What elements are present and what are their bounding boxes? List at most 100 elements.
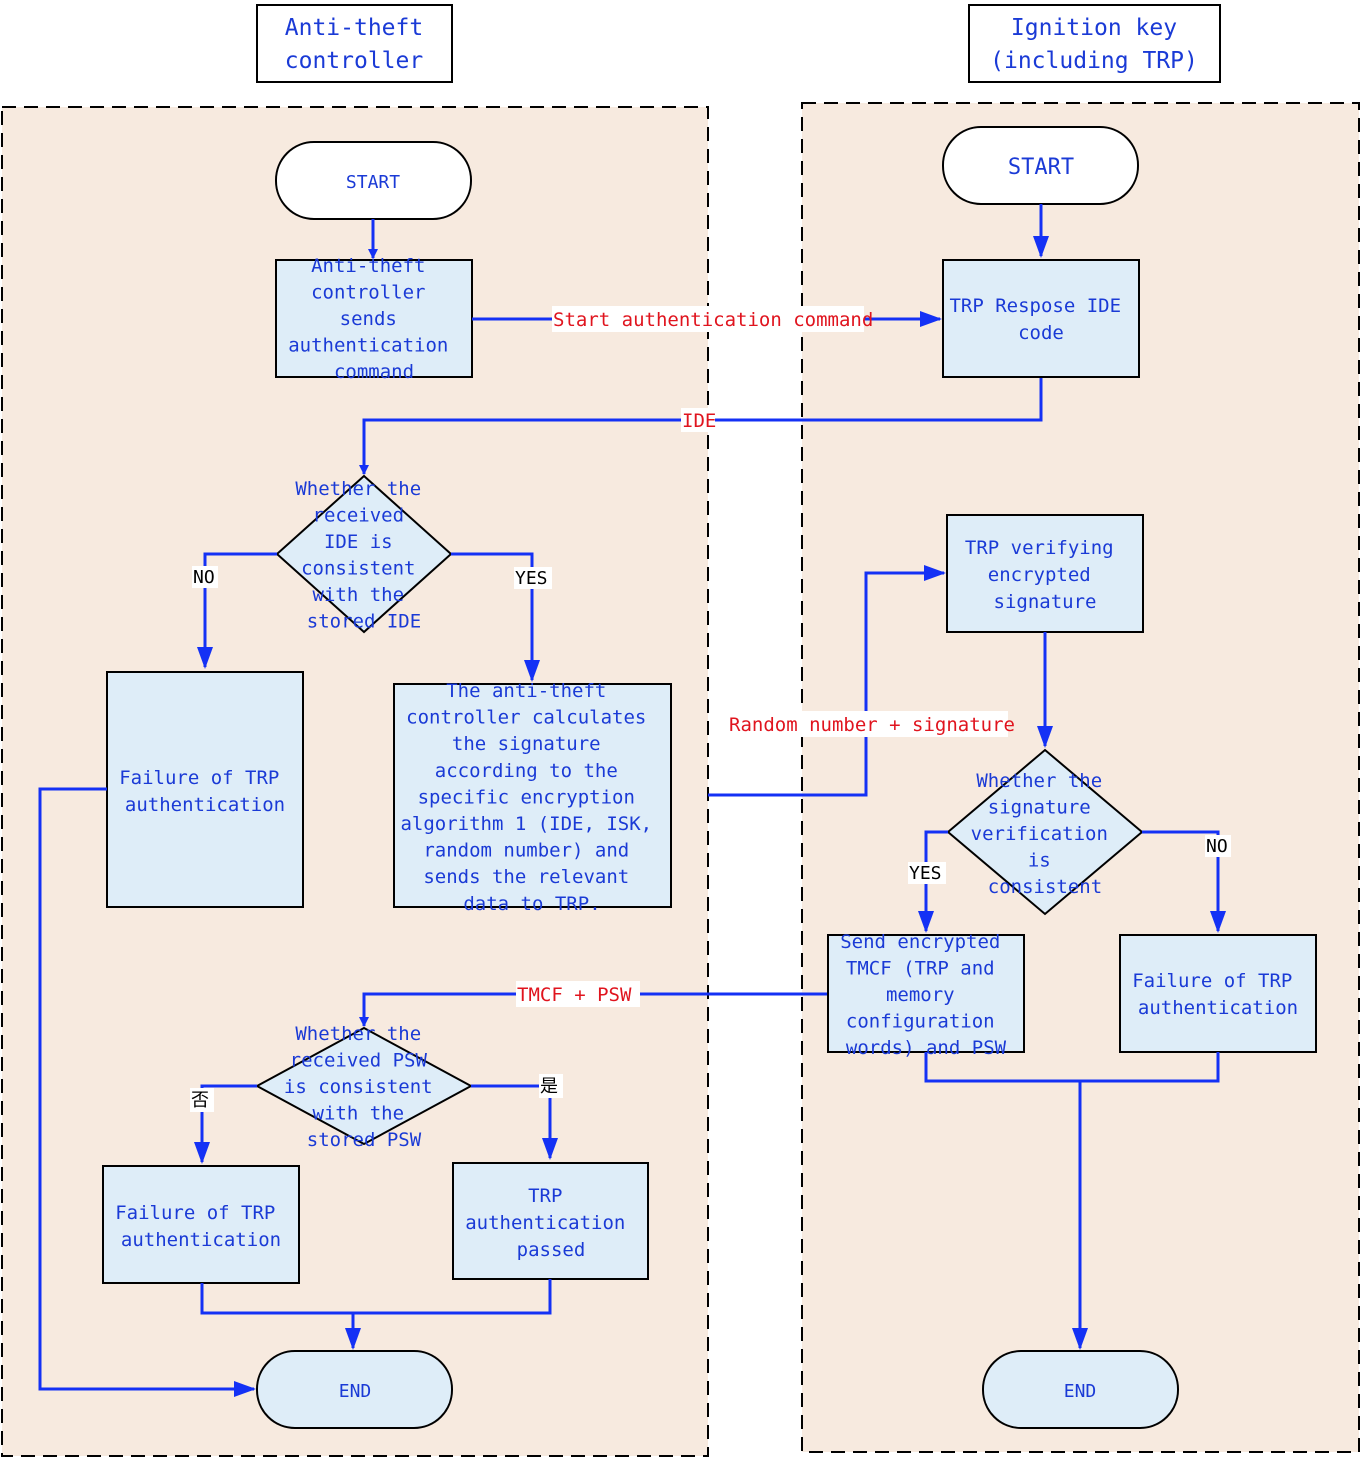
decision-sig-line: verification: [971, 823, 1108, 845]
right-end-label: END: [1064, 1381, 1097, 1402]
label-sig-no: NO: [1205, 835, 1231, 857]
message-tmcf-psw: TMCF + PSW: [516, 981, 640, 1007]
send-tmcf-line: Send encrypted: [840, 931, 1000, 953]
verify-line: encrypted: [988, 564, 1091, 586]
auth-passed-line: passed: [517, 1239, 586, 1261]
connector-merge-left: [200, 1279, 552, 1315]
svg-text:TMCF + PSW: TMCF + PSW: [517, 984, 632, 1006]
failure-right-line: authentication: [1138, 997, 1298, 1019]
verify-line: TRP verifying: [965, 537, 1114, 559]
calculate-line: specific encryption: [418, 786, 635, 808]
left-end-label: END: [339, 1381, 372, 1402]
arrow-ide-no: [197, 552, 277, 669]
svg-text:是: 是: [540, 1076, 558, 1097]
calculate-line: random number) and: [423, 840, 629, 862]
svg-text:NO: NO: [193, 567, 215, 588]
verify-line: signature: [994, 591, 1097, 613]
failure-box-left-2: Failure of TRP authentication: [102, 1165, 300, 1284]
arrow-random-signature: [708, 565, 946, 797]
arrow-tmcf-psw: [359, 992, 828, 1027]
send-command-line: command: [334, 361, 414, 383]
failure-left-1-line: authentication: [125, 794, 285, 816]
svg-text:The anti-theft controlle: The anti-theft controller calculates the…: [400, 680, 663, 915]
send-tmcf-box: Send encrypted TMCF (TRP and memory conf…: [827, 931, 1025, 1059]
lane-header-left-line: controller: [285, 48, 423, 74]
decision-ide-line: with the: [313, 584, 405, 606]
right-start-terminal: START: [942, 126, 1139, 205]
lane-header-right: Ignition key (including TRP): [968, 4, 1221, 83]
send-command-line: sends: [340, 308, 397, 330]
lane-header-left: Anti-theft controller: [256, 4, 453, 83]
lane-header-right-line: (including TRP): [990, 48, 1198, 74]
send-command-line: controller: [311, 282, 425, 304]
decision-ide-line: received: [313, 505, 405, 527]
svg-text:否: 否: [191, 1090, 209, 1111]
auth-passed-line: authentication: [465, 1212, 625, 1234]
decision-sig-line: signature: [988, 797, 1091, 819]
left-start-terminal: START: [275, 141, 472, 220]
decision-ide-consistent: Whether the received IDE is consistent w…: [275, 474, 453, 634]
left-start-label: START: [346, 172, 400, 193]
lane-header-left-line: Anti-theft: [285, 15, 423, 41]
decision-psw-line: with the: [313, 1103, 405, 1125]
arrow-sig-no: [1142, 830, 1226, 933]
svg-text:YES: YES: [515, 568, 548, 589]
connector-merge-right: [924, 1052, 1220, 1083]
svg-text:Whether the signature: Whether the signature verification is co…: [971, 770, 1120, 898]
label-psw-no: 否: [190, 1088, 214, 1112]
failure-box-right: Failure of TRP authentication: [1119, 934, 1317, 1053]
message-ide: IDE: [681, 408, 716, 432]
calculate-line: data to TRP.: [463, 893, 600, 915]
respose-line: code: [1018, 322, 1064, 344]
message-random-signature: Random number + signature: [728, 711, 1015, 737]
svg-text:Whether the received: Whether the received IDE is consistent w…: [295, 478, 432, 633]
right-end-terminal: END: [982, 1350, 1179, 1429]
failure-box-left-1: Failure of TRP authentication: [106, 671, 304, 908]
arrow-sig-yes: [918, 830, 948, 933]
decision-sig-line: is: [1028, 850, 1051, 872]
decision-psw-consistent: Whether the received PSW is consistent w…: [254, 1023, 474, 1151]
decision-ide-line: stored IDE: [307, 611, 421, 633]
svg-text:IDE: IDE: [682, 410, 716, 432]
calculate-line: The anti-theft: [446, 680, 606, 702]
svg-text:NO: NO: [1206, 836, 1228, 857]
auth-passed-box: TRP authentication passed: [452, 1162, 649, 1280]
message-start-auth-command: Start authentication command: [552, 306, 873, 332]
label-ide-no: NO: [192, 566, 218, 588]
decision-ide-line: consistent: [301, 558, 415, 580]
svg-text:Anti-theft controller: Anti-theft controller sends authenticati…: [288, 255, 460, 383]
label-psw-yes: 是: [539, 1074, 563, 1098]
arrow-ide-yes: [451, 552, 540, 682]
svg-text:Send encrypted TMCF (TRP: Send encrypted TMCF (TRP and memory conf…: [840, 931, 1012, 1059]
decision-ide-line: IDE is: [324, 531, 393, 553]
decision-psw-line: is consistent: [284, 1076, 433, 1098]
svg-text:Ignition key(including TRP): Ignition key (including TRP): [990, 15, 1198, 74]
send-tmcf-line: words) and PSW: [846, 1037, 1007, 1059]
respose-ide-box: TRP Respose IDE code: [942, 259, 1140, 378]
svg-text:Start authentication command: Start authentication command: [553, 309, 873, 331]
decision-sig-line: Whether the: [976, 770, 1102, 792]
left-end-terminal: END: [256, 1350, 453, 1429]
calculate-signature-box: The anti-theft controller calculates the…: [393, 680, 672, 915]
decision-psw-line: Whether the: [295, 1023, 421, 1045]
arrow-psw-no: [194, 1084, 257, 1164]
decision-sig-line: consistent: [988, 876, 1102, 898]
svg-text:Failure of TRP authentic: Failure of TRP authentication: [115, 1202, 287, 1251]
svg-text:Failure of TRP authentic: Failure of TRP authentication: [1132, 970, 1304, 1019]
svg-text:YES: YES: [909, 863, 942, 884]
decision-psw-line: stored PSW: [307, 1129, 422, 1151]
arrow-failure1-to-end: [38, 787, 256, 1397]
respose-line: TRP Respose IDE: [949, 295, 1121, 317]
calculate-line: algorithm 1 (IDE, ISK,: [400, 813, 652, 835]
send-tmcf-line: configuration: [846, 1011, 995, 1033]
decision-signature-consistent: Whether the signature verification is co…: [946, 748, 1144, 916]
decision-psw-line: received PSW: [290, 1050, 428, 1072]
send-command-line: authentication: [288, 335, 448, 357]
failure-left-1-line: Failure of TRP: [119, 767, 279, 789]
send-command-line: Anti-theft: [311, 255, 425, 277]
calculate-line: controller calculates: [406, 707, 646, 729]
lane-header-right-line: Ignition key: [1011, 15, 1177, 41]
right-start-label: START: [1008, 155, 1074, 180]
